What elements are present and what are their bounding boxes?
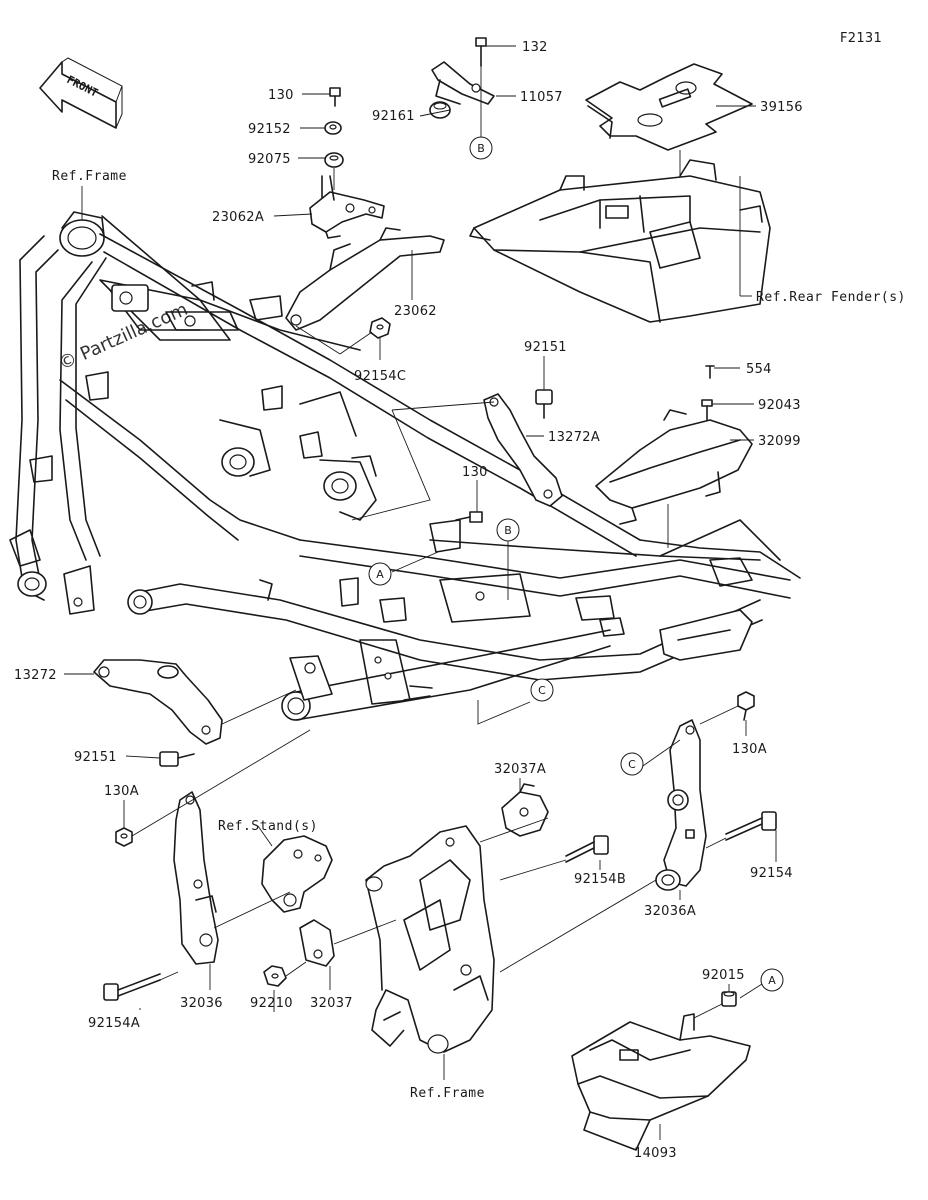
svg-text:C: C (628, 758, 636, 771)
bolt-92151-top (535, 389, 553, 419)
label-39156: 39156 (760, 100, 803, 115)
label-132: 132 (522, 40, 548, 55)
bolt-132 (475, 37, 487, 67)
grommet-92161 (429, 101, 451, 119)
callout-a-mid: A (368, 562, 392, 586)
bracket-23062 (285, 227, 445, 331)
bolt-92154 (725, 811, 777, 841)
nut-92154c (369, 317, 391, 339)
bracket-32037a (501, 783, 549, 837)
label-32037: 32037 (310, 996, 353, 1011)
svg-text:B: B (504, 524, 512, 537)
callout-c-right: C (620, 752, 644, 776)
label-11057: 11057 (520, 90, 563, 105)
bolt-130a-right (737, 691, 755, 721)
label-92015: 92015 (702, 968, 745, 983)
cover-14093 (571, 1013, 751, 1151)
bolt-130a-left (115, 827, 133, 847)
svg-text:C: C (538, 684, 546, 697)
figure-code: F2131 (840, 31, 882, 46)
label-92152: 92152 (248, 122, 291, 137)
label-92154b: 92154B (574, 872, 626, 887)
label-92043: 92043 (758, 398, 801, 413)
main-frame (9, 211, 801, 721)
cover-32099 (595, 409, 753, 525)
label-92154a: 92154A (88, 1016, 140, 1031)
callout-b-top: B (469, 136, 493, 160)
bracket-32037 (299, 919, 335, 967)
label-13272a: 13272A (548, 430, 600, 445)
front-arrow-icon: FRONT (39, 57, 123, 129)
label-14093: 14093 (634, 1146, 677, 1161)
label-130a-right: 130A (732, 742, 767, 757)
label-554: 554 (746, 362, 772, 377)
label-92151-low: 92151 (74, 750, 117, 765)
svg-text:A: A (376, 568, 384, 581)
callout-b-mid: B (496, 518, 520, 542)
ref-frame-top: Ref.Frame (52, 169, 127, 184)
bolt-92154a (103, 973, 161, 1001)
battery-cover-39156 (585, 63, 753, 151)
pin-92043 (701, 399, 713, 421)
callout-a-right: A (760, 968, 784, 992)
label-32037a: 32037A (494, 762, 546, 777)
label-130a-left: 130A (104, 784, 139, 799)
bracket-13272 (93, 659, 223, 745)
label-32099: 32099 (758, 434, 801, 449)
rivet-554 (705, 365, 715, 379)
label-32036a: 32036A (644, 904, 696, 919)
label-92151-top: 92151 (524, 340, 567, 355)
label-92075: 92075 (248, 152, 291, 167)
bracket-23062a (309, 175, 385, 239)
ref-frame-bottom: Ref.Frame (410, 1086, 485, 1101)
svg-text:B: B (477, 142, 485, 155)
bolt-92154b (565, 835, 609, 863)
leader-lines (64, 45, 777, 1140)
collar-92015 (721, 991, 737, 1007)
label-92154: 92154 (750, 866, 793, 881)
bracket-32036a (655, 719, 707, 891)
ref-stand: Ref.Stand(s) (218, 819, 318, 834)
washer-92152 (324, 121, 342, 135)
svg-text:A: A (768, 974, 776, 987)
label-92161: 92161 (372, 109, 415, 124)
bracket-11057 (431, 61, 495, 105)
label-13272: 13272 (14, 668, 57, 683)
bushing-92075 (324, 152, 344, 168)
label-32036: 32036 (180, 996, 223, 1011)
nut-92210 (263, 965, 287, 987)
label-23062a: 23062A (212, 210, 264, 225)
rear-fender-battery-case (469, 159, 771, 323)
label-92210: 92210 (250, 996, 293, 1011)
label-92154c: 92154C (354, 369, 406, 384)
callout-c-mid: C (530, 678, 554, 702)
bracket-32036 (173, 791, 219, 965)
bolt-92151-low (159, 751, 195, 767)
label-130-mid: 130 (462, 465, 488, 480)
bolt-130-mid (455, 511, 483, 523)
stand-bracket (261, 835, 333, 913)
ref-rear-fender: Ref.Rear Fender(s) (756, 290, 906, 305)
label-130-top: 130 (268, 88, 294, 103)
bolt-130-top (329, 87, 341, 107)
label-23062: 23062 (394, 304, 437, 319)
lower-frame-mount (365, 825, 495, 1054)
